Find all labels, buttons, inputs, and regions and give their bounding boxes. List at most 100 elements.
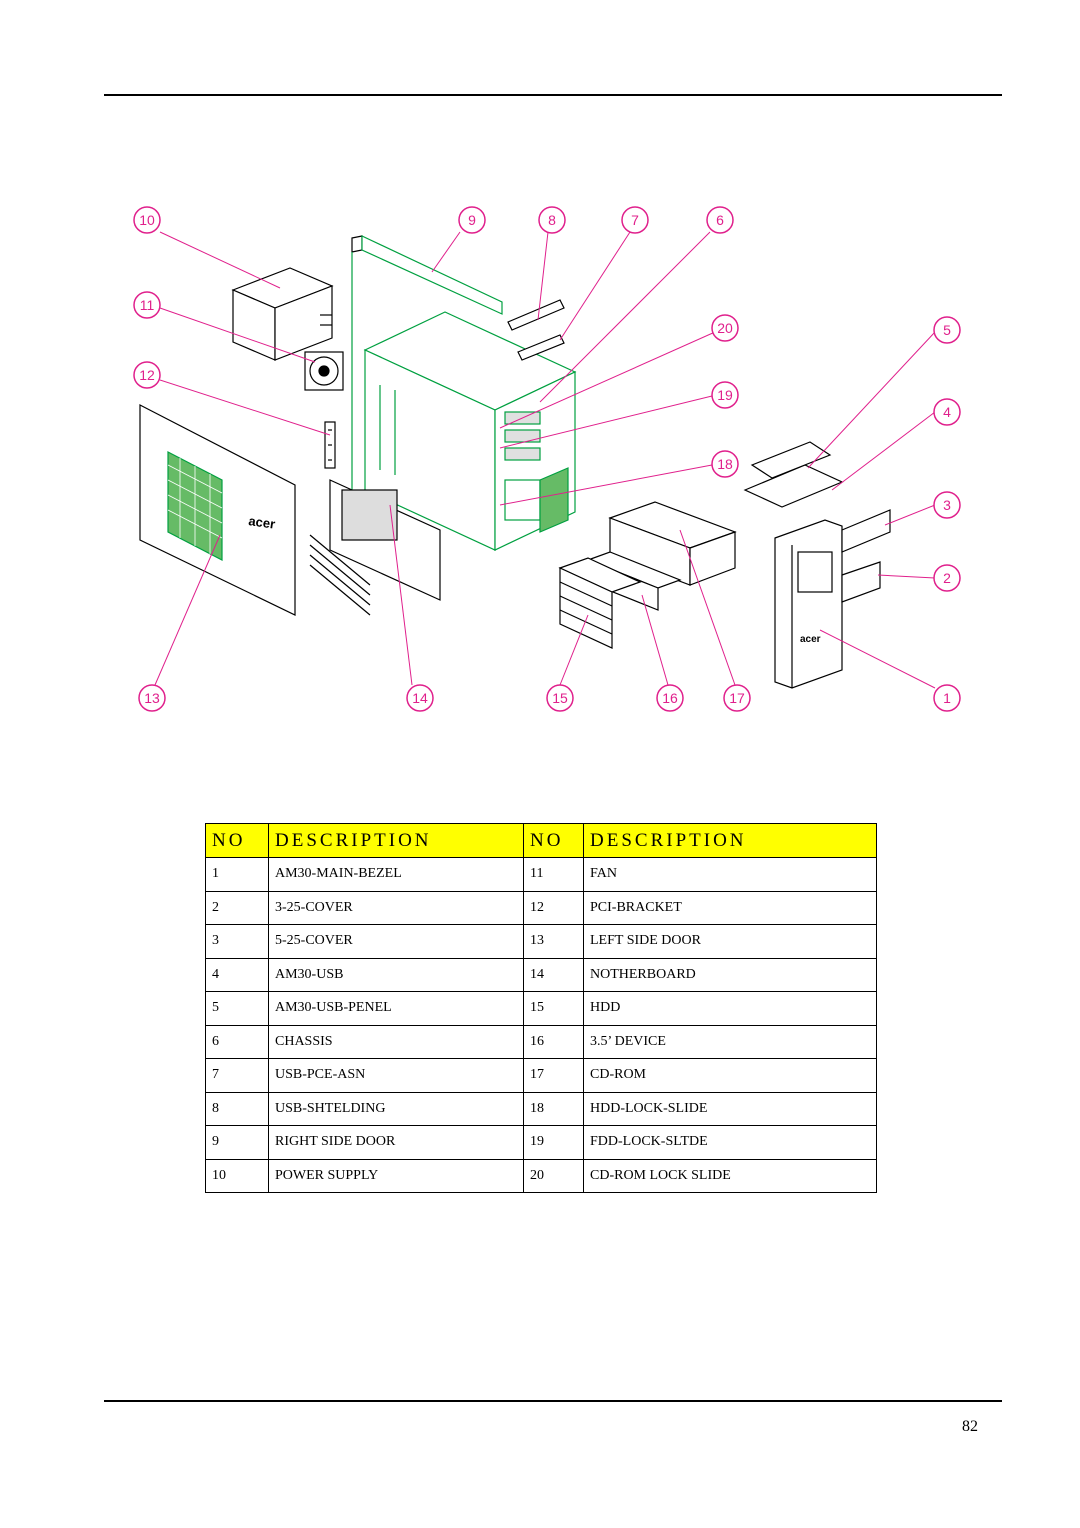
part-number: 15 bbox=[523, 991, 584, 1026]
svg-text:10: 10 bbox=[139, 212, 155, 228]
part-description: CHASSIS bbox=[268, 1024, 524, 1059]
part-number: 3 bbox=[205, 924, 269, 959]
parts-table-header: NO DESCRIPTION NO DESCRIPTION bbox=[205, 823, 877, 858]
part-description: FDD-LOCK-SLTDE bbox=[583, 1125, 877, 1160]
svg-text:16: 16 bbox=[662, 690, 678, 706]
svg-text:7: 7 bbox=[631, 212, 639, 228]
part-number: 11 bbox=[523, 857, 584, 892]
header-description-1: DESCRIPTION bbox=[268, 823, 524, 858]
header-no-2: NO bbox=[523, 823, 584, 858]
part-number: 1 bbox=[205, 857, 269, 892]
part-number: 20 bbox=[523, 1158, 584, 1193]
part-number: 14 bbox=[523, 957, 584, 992]
svg-text:13: 13 bbox=[144, 690, 160, 706]
cover-525-part bbox=[841, 509, 891, 553]
callout-11 bbox=[133, 291, 161, 319]
part-description: CD-ROM LOCK SLIDE bbox=[583, 1158, 877, 1193]
hdd-part bbox=[558, 557, 642, 649]
svg-text:acer: acer bbox=[800, 634, 821, 645]
part-number: 16 bbox=[523, 1024, 584, 1059]
svg-text:6: 6 bbox=[716, 212, 724, 228]
svg-text:15: 15 bbox=[552, 690, 568, 706]
usb-shielding-part bbox=[507, 299, 565, 361]
callout-16 bbox=[656, 684, 684, 712]
callout-4 bbox=[933, 398, 961, 426]
svg-text:3: 3 bbox=[943, 497, 951, 513]
callout-12 bbox=[133, 361, 161, 389]
callout-3 bbox=[933, 491, 961, 519]
part-description: CD-ROM bbox=[583, 1058, 877, 1093]
svg-text:2: 2 bbox=[943, 570, 951, 586]
power-supply-part bbox=[231, 267, 334, 361]
part-description: RIGHT SIDE DOOR bbox=[268, 1125, 524, 1160]
usb-panel-part bbox=[743, 441, 844, 508]
part-description: LEFT SIDE DOOR bbox=[583, 924, 877, 959]
main-bezel-part: acer bbox=[774, 519, 843, 689]
page-number: 82 bbox=[962, 1418, 978, 1435]
part-description: AM30-MAIN-BEZEL bbox=[268, 857, 524, 892]
svg-text:17: 17 bbox=[729, 690, 745, 706]
part-description: PCI-BRACKET bbox=[583, 890, 877, 925]
callout-6 bbox=[706, 206, 734, 234]
svg-text:18: 18 bbox=[717, 456, 733, 472]
callout-19 bbox=[711, 381, 739, 409]
pci-bracket-part bbox=[324, 421, 336, 469]
part-number: 6 bbox=[205, 1024, 269, 1059]
part-number: 9 bbox=[205, 1125, 269, 1160]
part-number: 10 bbox=[205, 1158, 269, 1193]
part-description: FAN bbox=[583, 857, 877, 892]
part-description: POWER SUPPLY bbox=[268, 1158, 524, 1193]
callout-15 bbox=[546, 684, 574, 712]
svg-text:20: 20 bbox=[717, 320, 733, 336]
callout-13 bbox=[138, 684, 166, 712]
part-number: 4 bbox=[205, 957, 269, 992]
header-rule bbox=[104, 94, 1002, 96]
header-no-1: NO bbox=[205, 823, 269, 858]
callout-5 bbox=[933, 316, 961, 344]
part-number: 8 bbox=[205, 1091, 269, 1126]
fan-part bbox=[304, 351, 344, 391]
callout-7 bbox=[621, 206, 649, 234]
callout-10 bbox=[133, 206, 161, 234]
exploded-view-diagram: acer bbox=[133, 206, 961, 712]
svg-text:19: 19 bbox=[717, 387, 733, 403]
part-number: 5 bbox=[205, 991, 269, 1026]
part-number: 17 bbox=[523, 1058, 584, 1093]
part-description: 5-25-COVER bbox=[268, 924, 524, 959]
callout-1 bbox=[933, 684, 961, 712]
part-number: 18 bbox=[523, 1091, 584, 1126]
svg-text:1: 1 bbox=[943, 690, 951, 706]
part-description: 3-25-COVER bbox=[268, 890, 524, 925]
callout-18 bbox=[711, 450, 739, 478]
right-side-door-part bbox=[351, 235, 503, 490]
cover-325-part bbox=[841, 561, 881, 603]
part-description: USB-SHTELDING bbox=[268, 1091, 524, 1126]
part-number: 12 bbox=[523, 890, 584, 925]
part-description: AM30-USB bbox=[268, 957, 524, 992]
svg-text:14: 14 bbox=[412, 690, 428, 706]
part-description: NOTHERBOARD bbox=[583, 957, 877, 992]
svg-text:acer: acer bbox=[248, 513, 277, 532]
part-description: HDD bbox=[583, 991, 877, 1026]
part-number: 2 bbox=[205, 890, 269, 925]
part-description: AM30-USB-PENEL bbox=[268, 991, 524, 1026]
svg-text:12: 12 bbox=[139, 367, 155, 383]
footer-rule bbox=[104, 1400, 1002, 1402]
svg-text:4: 4 bbox=[943, 404, 951, 420]
part-number: 19 bbox=[523, 1125, 584, 1160]
callout-8 bbox=[538, 206, 566, 234]
part-description: 3.5’ DEVICE bbox=[583, 1024, 877, 1059]
header-description-2: DESCRIPTION bbox=[583, 823, 877, 858]
